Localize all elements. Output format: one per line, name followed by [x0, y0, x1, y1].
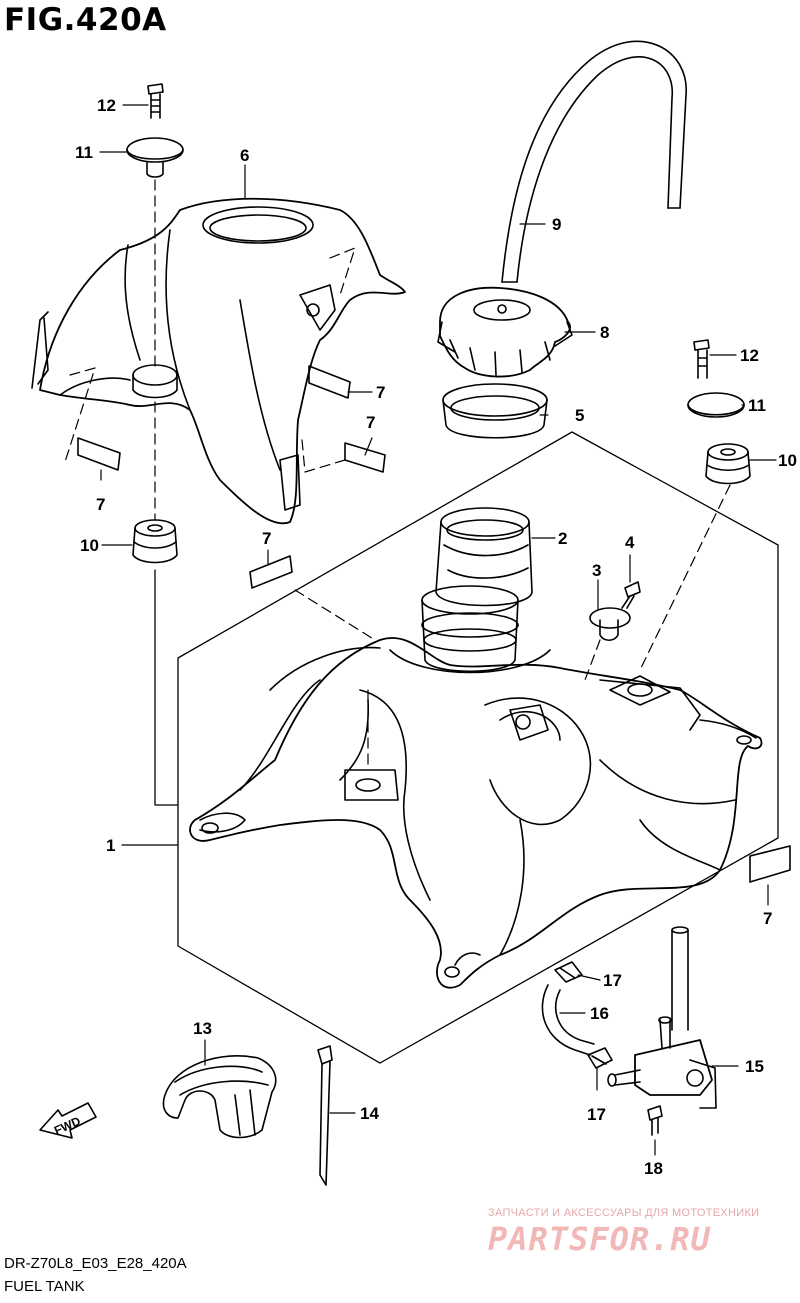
callout-13: 13 [193, 1019, 212, 1038]
callout-7-a: 7 [376, 383, 385, 402]
callout-10-right: 10 [778, 451, 797, 470]
callout-1: 1 [106, 836, 115, 855]
callout-3: 3 [592, 561, 601, 580]
part-17-clip-bottom [587, 1047, 613, 1069]
part-4-bolt [621, 581, 641, 609]
callout-14: 14 [360, 1104, 379, 1123]
part-13-rubber-pad [162, 1055, 277, 1139]
part-8-fuel-cap [437, 286, 573, 378]
callout-18: 18 [644, 1159, 663, 1178]
filler-neck [389, 585, 551, 674]
watermark-tagline: ЗАПЧАСТИ И АКСЕССУАРЫ ДЛЯ МОТОТЕХНИКИ [488, 1207, 760, 1219]
fwd-arrow-icon [39, 1102, 97, 1139]
part-14-cable-tie [317, 1045, 333, 1186]
leader-lines [99, 104, 777, 1156]
part-7-pads [77, 365, 791, 883]
part-18-screw [647, 1105, 663, 1136]
callout-8: 8 [600, 323, 609, 342]
part-11-collar-left [126, 137, 184, 178]
left-bracket-line [154, 569, 179, 806]
part-5-seal-ring [442, 383, 548, 439]
callout-4: 4 [625, 533, 635, 552]
figure-title: FIG.420A [4, 2, 167, 38]
fuel-tank-part [189, 637, 763, 989]
part-15-fuel-cock [607, 926, 717, 1109]
part-10-damper-left [132, 519, 178, 564]
part-16-fuel-hose [541, 984, 595, 1056]
callout-9: 9 [552, 215, 561, 234]
tank-assembly-outline [177, 431, 779, 1064]
figure-caption: FUEL TANK [4, 1278, 85, 1295]
callout-7-d: 7 [262, 529, 271, 548]
callout-2: 2 [558, 529, 567, 548]
callout-7-b: 7 [366, 413, 375, 432]
callout-17-top: 17 [603, 971, 622, 990]
callout-15: 15 [745, 1057, 764, 1076]
part-3-grommet [589, 607, 631, 642]
part-2-filler-hose [435, 507, 533, 607]
watermark-brand: PARTSFOR.RU [488, 1220, 711, 1258]
callout-7-e: 7 [763, 909, 772, 928]
part-12-bolt-right [693, 339, 710, 379]
callout-12-left: 12 [97, 96, 116, 115]
callout-12-right: 12 [740, 346, 759, 365]
fwd-label: FWD [52, 1114, 83, 1138]
callout-11-right: 11 [748, 396, 766, 415]
part-6-tank-cover [31, 197, 406, 525]
callout-16: 16 [590, 1004, 609, 1023]
part-17-clip-top [554, 961, 583, 983]
callout-11-left: 11 [75, 143, 93, 162]
callout-17-bottom: 17 [587, 1105, 606, 1124]
part-12-bolt-left [147, 83, 164, 119]
callout-5: 5 [575, 406, 584, 425]
callout-7-c: 7 [96, 495, 105, 514]
callout-10-left: 10 [80, 536, 99, 555]
callout-6: 6 [240, 146, 249, 165]
part-9-breather-hose [501, 40, 687, 283]
part-10-damper-right [705, 443, 751, 485]
model-code: DR-Z70L8_E03_E28_420A [4, 1255, 187, 1272]
part-11-collar-right [687, 392, 745, 418]
alignment-lines [64, 179, 731, 771]
